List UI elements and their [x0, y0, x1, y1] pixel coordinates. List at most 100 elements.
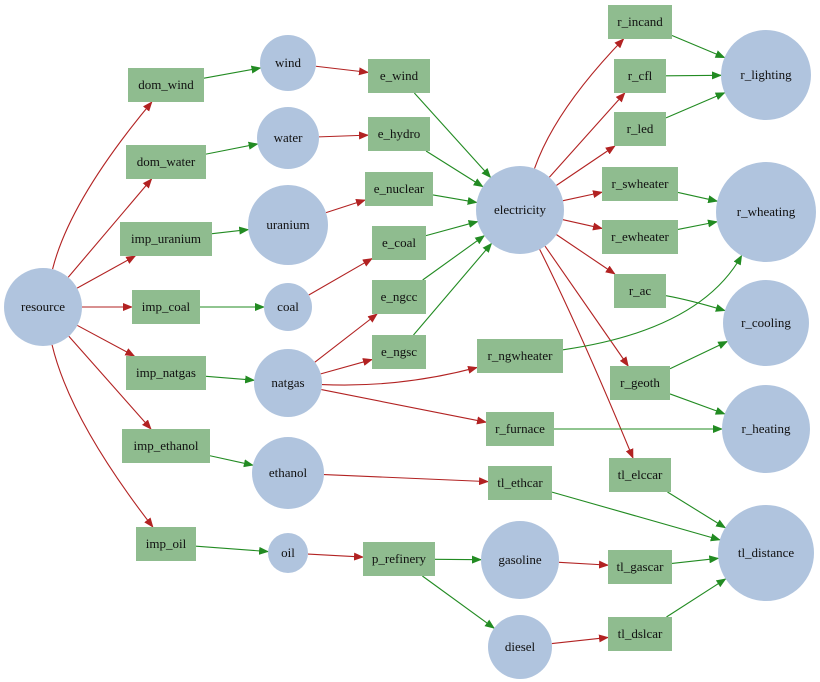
process-node-e-hydro: e_hydro — [368, 117, 430, 151]
process-box — [608, 5, 672, 39]
process-node-dom-water: dom_water — [126, 145, 206, 179]
process-label: imp_coal — [142, 299, 191, 314]
commodity-circle — [264, 283, 312, 331]
process-node-p-refinery: p_refinery — [363, 542, 435, 576]
commodity-node-r-heating: r_heating — [722, 385, 810, 473]
process-node-imp-coal: imp_coal — [132, 290, 200, 324]
edge-electricity-to-r-swheater — [562, 190, 603, 202]
edge-r-ewheater-to-r-wheating — [677, 219, 718, 230]
commodity-label: diesel — [505, 639, 536, 654]
process-label: imp_natgas — [136, 365, 196, 380]
process-node-tl-ethcar: tl_ethcar — [488, 466, 552, 500]
edge-p-refinery-to-diesel — [422, 575, 495, 629]
edge-resource-to-imp-ethanol — [68, 335, 152, 430]
edge-ethanol-to-tl-ethcar — [323, 474, 489, 486]
edge-dom-water-to-water — [205, 141, 259, 155]
process-node-r-ac: r_ac — [614, 274, 666, 308]
process-node-e-wind: e_wind — [368, 59, 430, 93]
process-label: imp_uranium — [131, 231, 201, 246]
commodity-node-wind: wind — [260, 35, 316, 91]
process-label: r_ngwheater — [488, 348, 554, 363]
commodity-label: ethanol — [269, 465, 308, 480]
commodity-label: r_wheating — [737, 204, 796, 219]
edge-r-swheater-to-r-wheating — [677, 191, 719, 204]
commodity-node-gasoline: gasoline — [481, 521, 559, 599]
process-box — [126, 356, 206, 390]
process-label: imp_oil — [146, 536, 187, 551]
process-box — [488, 466, 552, 500]
process-label: tl_elccar — [618, 467, 663, 482]
edge-imp-natgas-to-natgas — [205, 375, 256, 384]
process-node-r-geoth: r_geoth — [610, 366, 670, 400]
edge-electricity-to-r-ewheater — [562, 219, 603, 231]
process-box — [609, 458, 671, 492]
edge-natgas-to-e-ngsc — [320, 358, 373, 375]
process-label: e_ngsc — [381, 344, 417, 359]
process-box — [477, 339, 563, 373]
process-label: tl_ethcar — [497, 475, 543, 490]
edge-e-hydro-to-electricity — [425, 150, 484, 188]
edge-oil-to-p-refinery — [307, 552, 364, 561]
edge-uranium-to-e-nuclear — [325, 198, 366, 214]
process-node-imp-uranium: imp_uranium — [120, 222, 212, 256]
process-box — [122, 429, 210, 463]
edge-e-wind-to-electricity — [413, 92, 492, 179]
commodity-label: r_cooling — [741, 315, 791, 330]
edge-resource-to-imp-natgas — [77, 324, 136, 357]
process-box — [614, 112, 666, 146]
edge-resource-to-dom-wind — [52, 101, 153, 270]
process-box — [132, 290, 200, 324]
edge-water-to-e-hydro — [318, 131, 369, 140]
process-node-dom-wind: dom_wind — [128, 68, 204, 102]
process-box — [120, 222, 212, 256]
commodity-node-r-wheating: r_wheating — [716, 162, 816, 262]
commodity-node-resource: resource — [4, 268, 82, 346]
commodity-circle — [721, 30, 811, 120]
process-node-r-led: r_led — [614, 112, 666, 146]
process-node-r-swheater: r_swheater — [602, 167, 678, 201]
edge-r-led-to-r-lighting — [665, 92, 726, 119]
process-node-imp-ethanol: imp_ethanol — [122, 429, 210, 463]
edge-r-incand-to-r-lighting — [671, 34, 726, 59]
edge-e-ngcc-to-electricity — [422, 235, 486, 281]
commodity-label: electricity — [494, 202, 546, 217]
edge-tl-ethcar-to-tl-distance — [551, 491, 721, 542]
process-node-r-cfl: r_cfl — [614, 59, 666, 93]
commodity-label: coal — [277, 299, 299, 314]
process-label: r_cfl — [628, 68, 653, 83]
commodity-circle — [260, 35, 316, 91]
process-label: r_geoth — [620, 375, 660, 390]
process-box — [368, 117, 430, 151]
process-label: e_hydro — [378, 126, 421, 141]
process-node-r-incand: r_incand — [608, 5, 672, 39]
commodity-node-oil: oil — [268, 533, 308, 573]
commodity-node-electricity: electricity — [476, 166, 564, 254]
process-label: dom_water — [137, 154, 196, 169]
process-label: r_ewheater — [611, 229, 669, 244]
edge-tl-dslcar-to-tl-distance — [666, 578, 727, 618]
edge-e-ngsc-to-electricity — [413, 242, 493, 336]
process-box — [368, 59, 430, 93]
process-box — [372, 280, 426, 314]
edge-resource-to-imp-oil — [51, 344, 154, 528]
edge-gasoline-to-tl-gascar — [558, 560, 609, 569]
process-label: r_ac — [629, 283, 652, 298]
process-label: e_nuclear — [374, 181, 425, 196]
commodity-label: uranium — [266, 217, 309, 232]
edge-e-nuclear-to-electricity — [432, 194, 478, 205]
commodity-circle — [248, 185, 328, 265]
edge-wind-to-e-wind — [315, 65, 369, 76]
process-box — [602, 220, 678, 254]
process-box — [372, 226, 426, 260]
commodity-label: oil — [281, 545, 295, 560]
edge-r-ac-to-r-cooling — [665, 295, 726, 312]
commodity-circle — [252, 437, 324, 509]
process-node-r-furnace: r_furnace — [486, 412, 554, 446]
process-node-tl-elccar: tl_elccar — [609, 458, 671, 492]
commodity-label: resource — [21, 299, 65, 314]
commodity-circle — [4, 268, 82, 346]
edge-diesel-to-tl-dslcar — [551, 634, 609, 645]
edges-layer — [51, 34, 743, 645]
nodes-layer: resourcewindwateruraniumcoalnatgasethano… — [4, 5, 816, 679]
